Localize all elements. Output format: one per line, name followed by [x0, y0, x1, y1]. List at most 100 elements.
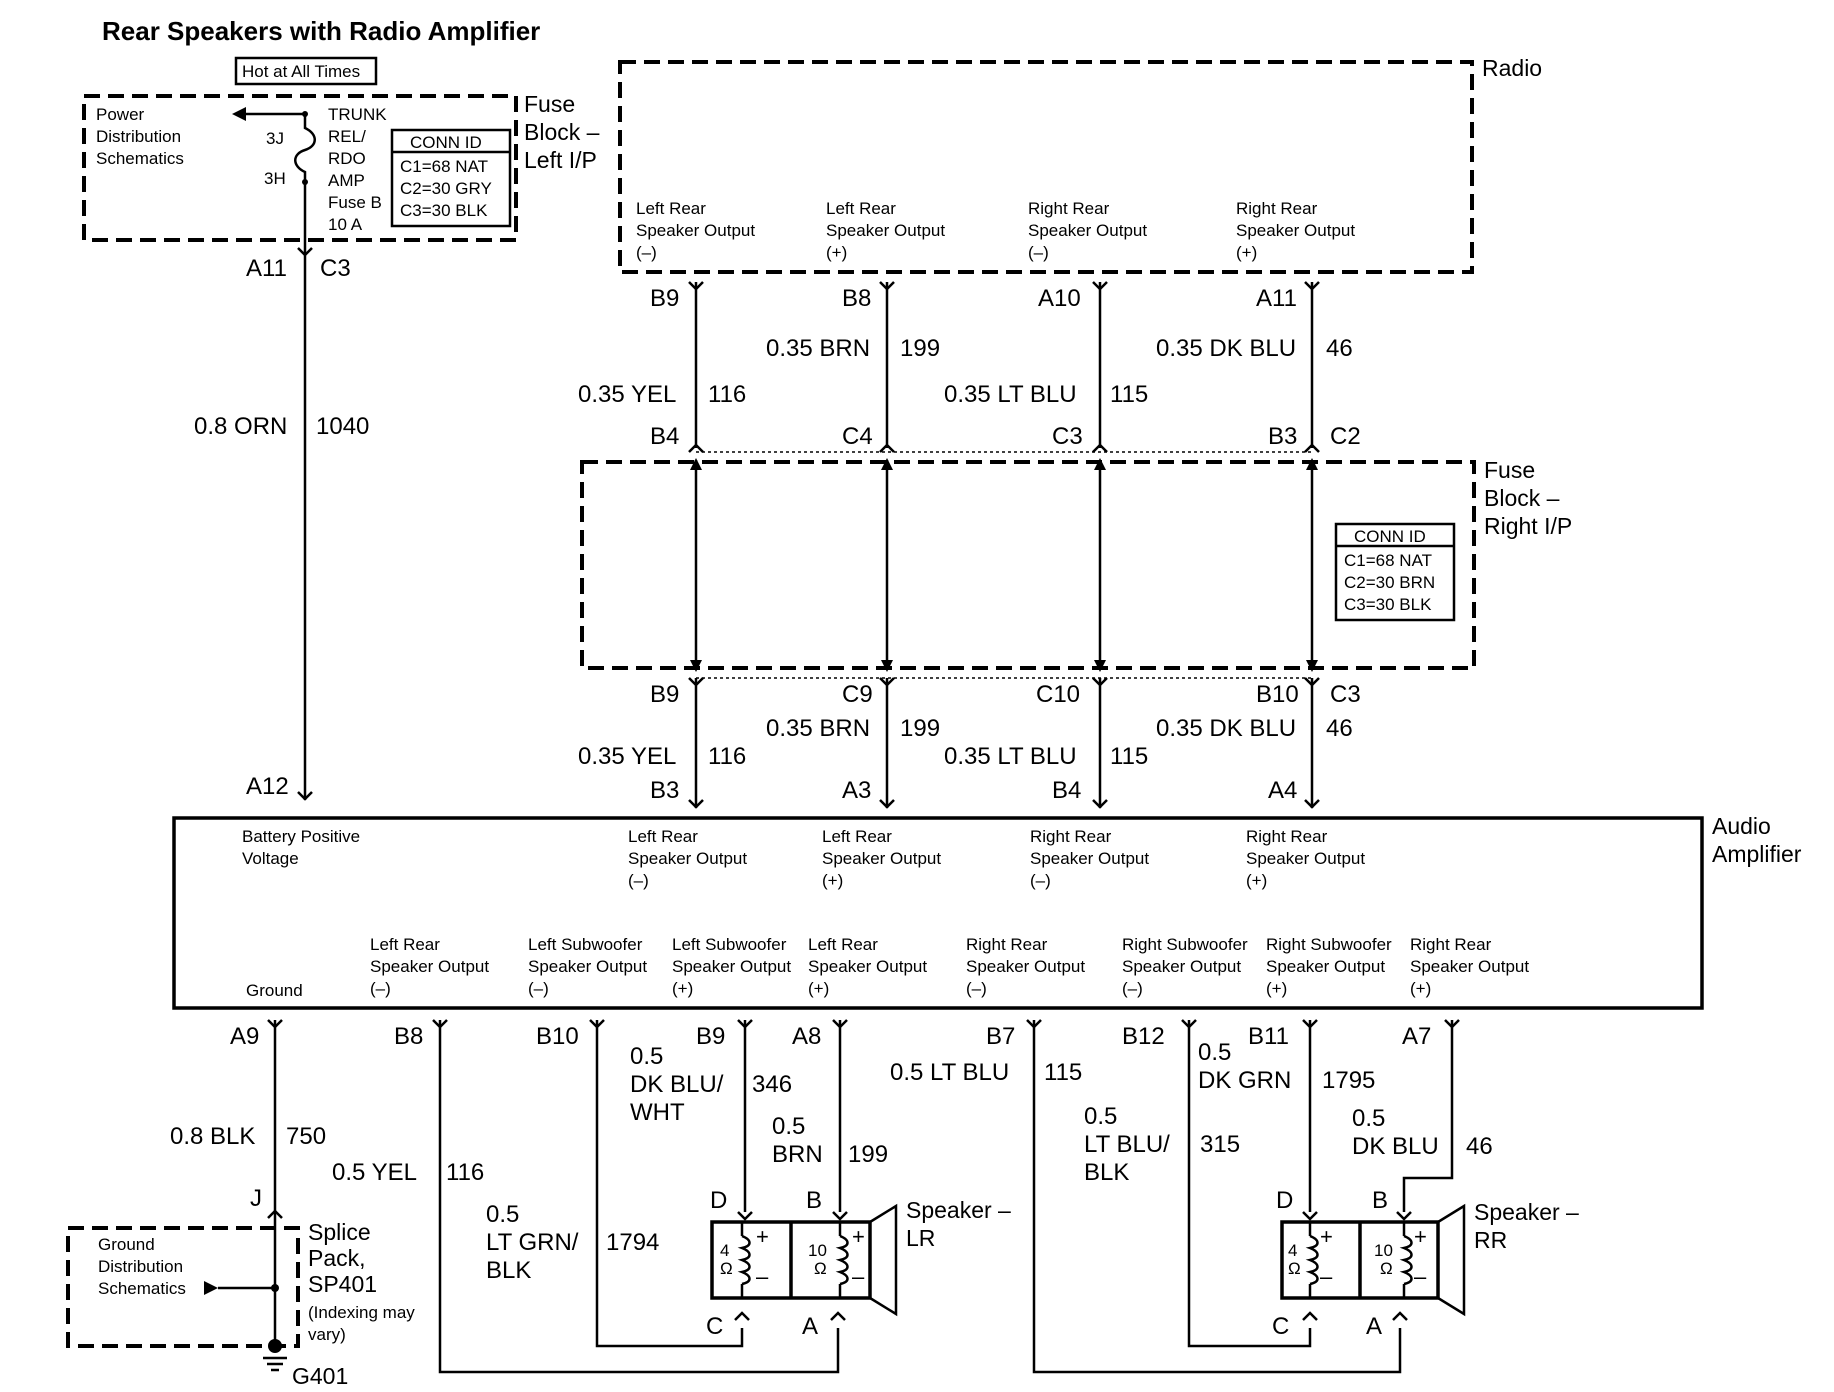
- svg-text:B9: B9: [650, 285, 679, 312]
- battery-wire-circuit: 1040: [316, 413, 369, 440]
- conn-id-right-row-3: C3=30 BLK: [1344, 595, 1432, 614]
- svg-text:0.5: 0.5: [1198, 1039, 1231, 1066]
- pin-ground: A9: [230, 1023, 259, 1050]
- amp-output-lr-neg: Left Rear Speaker Output (–): [370, 935, 489, 998]
- svg-text:10: 10: [808, 1241, 827, 1260]
- svg-text:+: +: [1320, 1224, 1333, 1249]
- svg-text:C: C: [706, 1313, 723, 1340]
- amp-battery-label-1: Battery Positive: [242, 827, 360, 846]
- fuse-block-right-name-2: Block –: [1484, 485, 1560, 511]
- amp-output-rr-neg: Right Rear Speaker Output (–): [966, 935, 1085, 998]
- svg-text:Speaker Output: Speaker Output: [1246, 849, 1365, 868]
- svg-text:199: 199: [848, 1141, 888, 1168]
- amp-battery-label-2: Voltage: [242, 849, 299, 868]
- svg-text:10: 10: [1374, 1241, 1393, 1260]
- svg-text:116: 116: [446, 1159, 484, 1186]
- svg-text:+: +: [1414, 1224, 1427, 1249]
- svg-text:+: +: [852, 1224, 865, 1249]
- pin-rr-pos: A7: [1402, 1023, 1431, 1050]
- svg-text:(+): (+): [808, 979, 829, 998]
- svg-text:0.35 BRN: 0.35 BRN: [766, 715, 870, 742]
- svg-text:(–): (–): [636, 243, 657, 262]
- diagram-title: Rear Speakers with Radio Amplifier: [102, 16, 540, 46]
- radio-output-rr-pos: Right Rear Speaker Output (+): [1236, 199, 1355, 262]
- svg-text:Speaker Output: Speaker Output: [822, 849, 941, 868]
- svg-text:B: B: [1372, 1187, 1388, 1214]
- fuse-block-right-name-1: Fuse: [1484, 457, 1535, 483]
- amp-output-lr-pos: Left Rear Speaker Output (+): [808, 935, 927, 998]
- svg-text:(–): (–): [1122, 979, 1143, 998]
- lsub-neg-wire: 0.5 LT GRN/ BLK 1794: [486, 1020, 744, 1348]
- fuse-text-2: REL/: [328, 127, 366, 146]
- speaker-rr: D B C A 4 Ω 10 Ω + – + – Speaker – RR: [1272, 1187, 1579, 1340]
- svg-text:Ω: Ω: [1380, 1259, 1393, 1278]
- svg-text:LR: LR: [906, 1225, 935, 1251]
- amp-output-rsub-pos: Right Subwoofer Speaker Output (+): [1266, 935, 1392, 998]
- svg-text:0.35 DK BLU: 0.35 DK BLU: [1156, 335, 1296, 362]
- ground-wire-circuit: 750: [286, 1123, 326, 1150]
- lsub-pos-wire: 0.5 DK BLU/ WHT 346: [630, 1020, 792, 1212]
- fuse-block-right-name-3: Right I/P: [1484, 513, 1572, 539]
- conn-id-right-header: CONN ID: [1354, 527, 1426, 546]
- svg-text:115: 115: [1110, 381, 1148, 408]
- svg-text:B10: B10: [1256, 681, 1299, 708]
- svg-text:0.35 BRN: 0.35 BRN: [766, 335, 870, 362]
- svg-text:46: 46: [1466, 1133, 1493, 1160]
- svg-text:346: 346: [752, 1071, 792, 1098]
- splice-pin: J: [250, 1185, 262, 1212]
- amp-input-lr-pos: Left Rear Speaker Output (+): [822, 827, 941, 890]
- svg-text:0.35 LT BLU: 0.35 LT BLU: [944, 381, 1077, 408]
- splice-name-3: SP401: [308, 1271, 377, 1297]
- ground-symbol-icon: [263, 1339, 287, 1372]
- ground-distribution-line-3: Schematics: [98, 1279, 186, 1298]
- svg-text:Left Rear: Left Rear: [636, 199, 706, 218]
- rr-pos-wire: 0.5 DK BLU 46: [1352, 1020, 1493, 1212]
- splice-name-1: Splice: [308, 1219, 371, 1245]
- svg-text:116: 116: [708, 743, 746, 770]
- svg-text:Right Rear: Right Rear: [1030, 827, 1112, 846]
- audio-amplifier-box: [172, 816, 1704, 1010]
- splice-connector: [267, 1209, 283, 1219]
- svg-text:Right Rear: Right Rear: [1246, 827, 1328, 846]
- svg-text:DK BLU/: DK BLU/: [630, 1071, 724, 1098]
- amp-output-lsub-neg: Left Subwoofer Speaker Output (–): [528, 935, 647, 998]
- svg-text:Speaker Output: Speaker Output: [1122, 957, 1241, 976]
- amp-input-rr-pos: Right Rear Speaker Output (+): [1246, 827, 1365, 890]
- amp-wire-rr-pos: B10 0.35 DK BLU 46 A4: [1156, 677, 1353, 809]
- svg-text:0.5: 0.5: [1084, 1103, 1117, 1130]
- svg-text:B4: B4: [650, 423, 679, 450]
- lr-neg-wire: 0.5 YEL 116: [332, 1020, 840, 1374]
- fuse-text-1: TRUNK: [328, 105, 387, 124]
- svg-text:4: 4: [720, 1241, 729, 1260]
- conn-id-left-box: [390, 128, 512, 228]
- rsub-pos-wire: 0.5 DK GRN 1795: [1198, 1020, 1375, 1212]
- svg-text:(–): (–): [628, 871, 649, 890]
- svg-text:LT GRN/: LT GRN/: [486, 1229, 579, 1256]
- svg-text:A3: A3: [842, 777, 871, 804]
- svg-text:Speaker Output: Speaker Output: [370, 957, 489, 976]
- conn-id-left-header: CONN ID: [410, 133, 482, 152]
- amp-output-rsub-neg: Right Subwoofer Speaker Output (–): [1122, 935, 1248, 998]
- fuse-right-conn-right: C3: [1330, 681, 1361, 708]
- fuse-text-4: AMP: [328, 171, 365, 190]
- fuse-text-5: Fuse B: [328, 193, 382, 212]
- radio-output-lr-pos: Left Rear Speaker Output (+): [826, 199, 945, 262]
- audio-amplifier-name-2: Amplifier: [1712, 841, 1802, 867]
- svg-text:D: D: [710, 1187, 727, 1214]
- pin-lsub-pos: B9: [696, 1023, 725, 1050]
- svg-text:C3: C3: [1052, 423, 1083, 450]
- svg-text:Left Subwoofer: Left Subwoofer: [672, 935, 787, 954]
- svg-text:Speaker Output: Speaker Output: [528, 957, 647, 976]
- amp-input-lr-neg: Left Rear Speaker Output (–): [628, 827, 747, 890]
- svg-text:WHT: WHT: [630, 1099, 685, 1126]
- amp-output-rr-pos: Right Rear Speaker Output (+): [1410, 935, 1529, 998]
- fuse-block-left-name-1: Fuse: [524, 91, 575, 117]
- svg-text:B3: B3: [650, 777, 679, 804]
- pin-lr-neg: B8: [394, 1023, 423, 1050]
- ground-distribution-outline: [66, 1226, 300, 1348]
- svg-text:Speaker –: Speaker –: [906, 1197, 1011, 1223]
- svg-text:A11: A11: [1256, 285, 1297, 312]
- radio-wire-rr-pos: A11 0.35 DK BLU 46 B3: [1156, 281, 1353, 453]
- svg-text:Ω: Ω: [720, 1259, 733, 1278]
- pin-rsub-neg: B12: [1122, 1023, 1165, 1050]
